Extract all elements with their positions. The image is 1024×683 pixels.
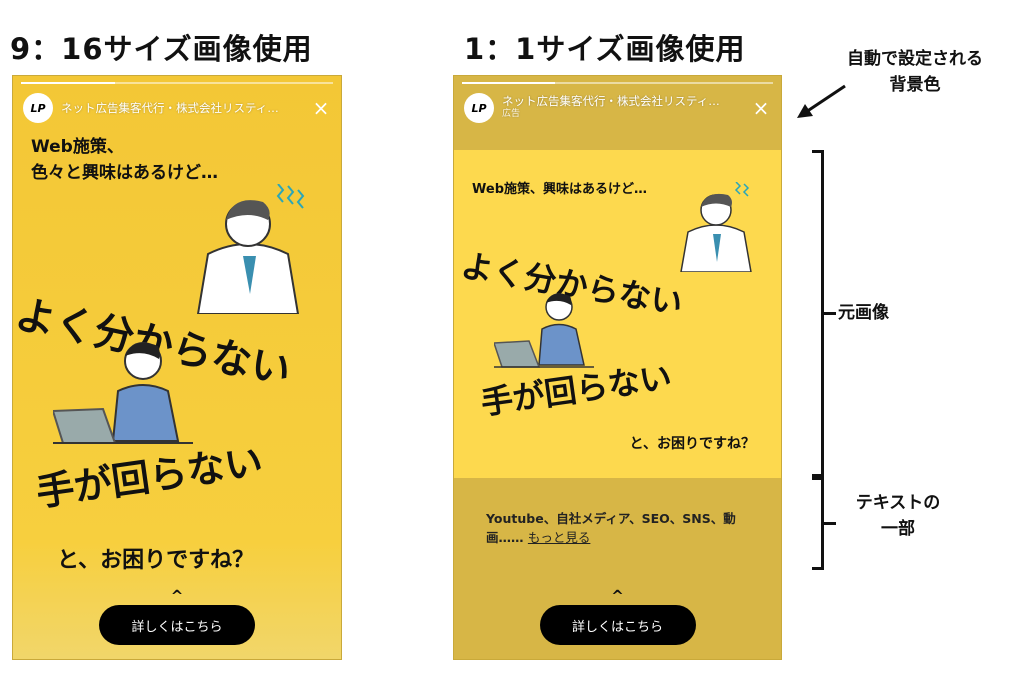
text-part-label-line-1: テキストの (855, 493, 941, 513)
story-header: LP ネット広告集客代行・株式会社リスティ… × (23, 91, 331, 125)
caption-line-2: 画…… (486, 530, 524, 545)
bg-color-label-line-1: 自動で設定される (847, 49, 983, 69)
intro-line: Web施策、興味はあるけど… (472, 182, 647, 197)
title-1-1: 1：1サイズ画像使用 (464, 32, 746, 66)
original-image-bracket (812, 150, 824, 477)
caption-line-1: Youtube、自社メディア、SEO、SNS、動 (486, 511, 736, 526)
sponsored-label: 広告 (502, 109, 521, 119)
original-image: Web施策、興味はあるけど… よく分からない 手が回らない と、お困りですね？ (454, 150, 781, 478)
bracket-tick (824, 522, 836, 525)
story-progress-bar (462, 82, 773, 84)
see-more-link[interactable]: もっと見る (527, 530, 591, 545)
arrow-icon (797, 84, 846, 118)
account-avatar[interactable]: LP (464, 93, 494, 123)
closing-text: と、お困りですね？ (629, 436, 755, 452)
close-icon[interactable]: × (312, 96, 330, 120)
bg-color-label: 自動で設定される 背景色 (812, 46, 1018, 98)
title-9-16: 9：16サイズ画像使用 (10, 32, 313, 66)
cta-button[interactable]: 詳しくはこちら (539, 605, 696, 645)
text-part-label: テキストの 一部 (838, 490, 958, 542)
intro-line-1: Web施策、 (31, 137, 124, 157)
original-image-label: 元画像 (838, 303, 889, 323)
text-part-label-line-2: 一部 (881, 519, 915, 539)
text-part-bracket (812, 477, 824, 570)
bracket-tick (824, 312, 836, 315)
working-man-illustration (53, 342, 193, 444)
story-1-1: LP ネット広告集客代行・株式会社リスティ…広告 × Web施策、興味はあるけど… (453, 75, 782, 660)
worried-man-illustration (680, 182, 752, 272)
caption-text: Youtube、自社メディア、SEO、SNS、動 画…… もっと見る (486, 509, 736, 547)
bg-color-label-line-2: 背景色 (889, 75, 941, 95)
account-avatar[interactable]: LP (23, 93, 53, 123)
closing-text: と、お困りですね？ (57, 548, 255, 573)
account-name[interactable]: ネット広告集客代行・株式会社リスティ… (61, 101, 279, 115)
story-progress-bar (21, 82, 333, 84)
chevron-up-icon: ^ (611, 587, 624, 605)
worried-man-illustration (196, 184, 305, 314)
intro-line-2: 色々と興味はあるけど… (31, 163, 218, 183)
story-9-16: Web施策、 色々と興味はあるけど… よく分からない 手が回らない と、お困りで… (12, 75, 342, 660)
cta-button[interactable]: 詳しくはこちら (99, 605, 255, 645)
close-icon[interactable]: × (752, 96, 770, 120)
story-header: LP ネット広告集客代行・株式会社リスティ…広告 × (464, 91, 771, 125)
chevron-up-icon: ^ (170, 587, 184, 605)
account-name[interactable]: ネット広告集客代行・株式会社リスティ… (502, 95, 720, 108)
working-man-illustration (494, 293, 594, 368)
